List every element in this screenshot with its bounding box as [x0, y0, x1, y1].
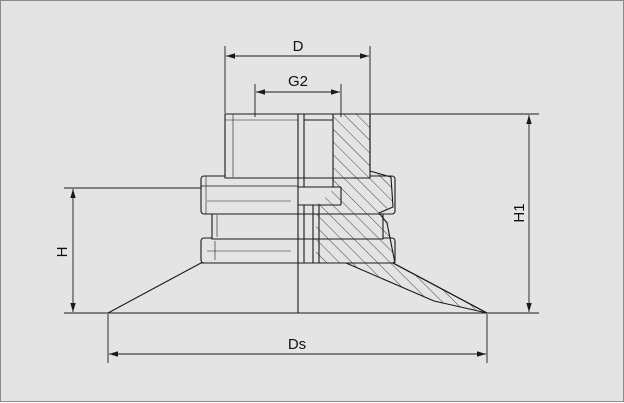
dimension-D: [224, 46, 371, 113]
label-H: H: [54, 247, 71, 258]
dimension-Ds: [107, 314, 488, 363]
dimension-H: [64, 187, 201, 314]
section-hatching: [316, 114, 395, 263]
label-D: D: [293, 38, 304, 55]
label-Ds: Ds: [288, 336, 306, 353]
label-H1: H1: [511, 203, 528, 222]
suction-lip: [107, 262, 488, 314]
dimension-H1: [370, 113, 539, 314]
label-G2: G2: [288, 73, 308, 90]
dimension-G2: [254, 84, 342, 117]
section-outline: [297, 114, 396, 264]
